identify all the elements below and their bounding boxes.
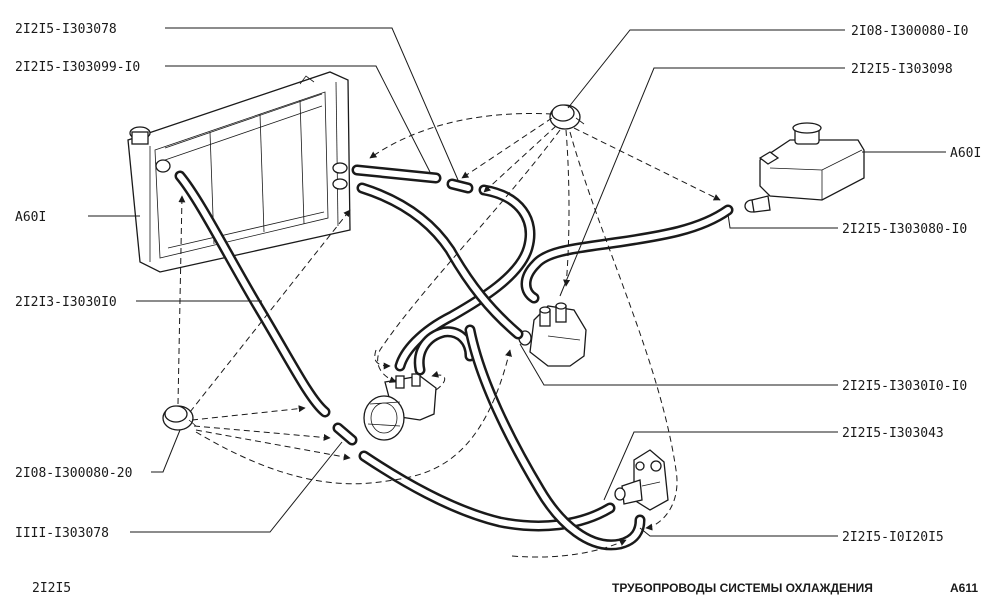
diagram-title: ТРУБОПРОВОДЫ СИСТЕМЫ ОХЛАЖДЕНИЯ <box>612 581 873 595</box>
label-tank: A60I <box>950 146 981 161</box>
expansion-tank <box>744 122 865 213</box>
heater-valve <box>363 373 437 441</box>
thermostat-housing <box>518 302 587 367</box>
label-2I2I5-I3030I0-I0: 2I2I5-I3030I0-I0 <box>842 379 967 394</box>
model-code: 2I2I5 <box>32 581 71 596</box>
label-2I2I5-I0I20I5: 2I2I5-I0I20I5 <box>842 530 944 545</box>
label-IIII-I303078: IIII-I303078 <box>15 526 109 541</box>
sheet-number: A611 <box>950 581 978 595</box>
label-2I2I5-I303080-I0: 2I2I5-I303080-I0 <box>842 222 967 237</box>
footer: 2I2I5 ТРУБОПРОВОДЫ СИСТЕМЫ ОХЛАЖДЕНИЯ A6… <box>32 581 978 596</box>
label-2I2I5-I303098: 2I2I5-I303098 <box>851 62 953 77</box>
label-2I08-I300080-I0: 2I08-I300080-I0 <box>851 24 968 39</box>
label-2I2I5-I303099-I0: 2I2I5-I303099-I0 <box>15 60 140 75</box>
clamp-top <box>549 104 585 130</box>
radiator <box>127 71 351 273</box>
assembly-lines <box>177 113 721 558</box>
leader-lines <box>88 27 946 537</box>
water-pump <box>614 449 669 511</box>
label-2I08-I300080-20: 2I08-I300080-20 <box>15 466 132 481</box>
clamp-bottom <box>162 405 197 431</box>
part-labels: 2I2I5-I303078 2I2I5-I303099-I0 A60I 2I2I… <box>15 22 981 545</box>
label-radiator: A60I <box>15 210 46 225</box>
label-2I2I5-I303043: 2I2I5-I303043 <box>842 426 944 441</box>
label-2I2I3-I3030I0: 2I2I3-I3030I0 <box>15 295 117 310</box>
hoses <box>174 164 734 551</box>
label-2I2I5-I303078: 2I2I5-I303078 <box>15 22 117 37</box>
